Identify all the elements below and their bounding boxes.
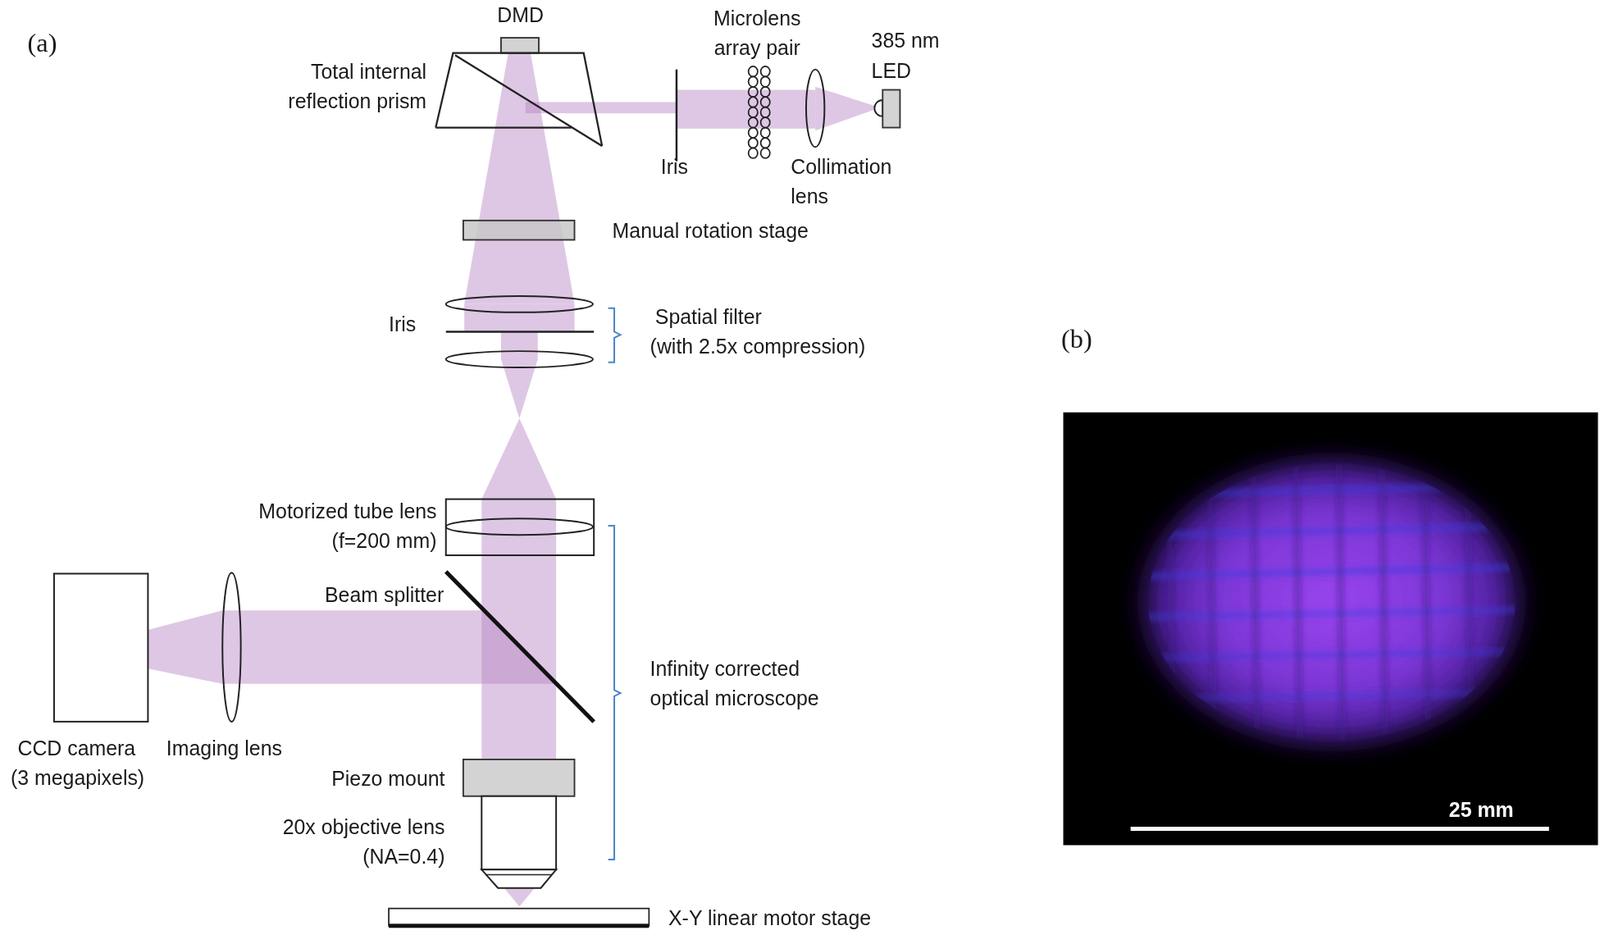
light-beam (464, 304, 575, 333)
light-beam (147, 53, 876, 907)
ccd-camera (54, 573, 148, 721)
part-name: Microlens array pair (700, 4, 815, 64)
collimation-lens (806, 69, 825, 148)
rotation-stage (463, 220, 575, 241)
part-name: Manual rotation stage (612, 216, 858, 247)
part-name: X-Y linear motor stage (668, 902, 935, 933)
grid-line (1168, 449, 1174, 756)
part-spec: (NA=0.4) (301, 842, 445, 872)
led-source (882, 90, 900, 128)
microlens (748, 66, 758, 77)
beam-splitter (446, 571, 594, 722)
objective-tip (485, 874, 552, 876)
photo-background (1063, 412, 1599, 846)
microlens (761, 86, 771, 97)
microlens (761, 66, 771, 77)
microlens (748, 86, 758, 97)
light-beam (501, 331, 538, 360)
iris-symbol (446, 330, 594, 333)
light-beam (464, 53, 575, 305)
illumination-spot (1122, 443, 1541, 761)
microlens (761, 96, 771, 107)
grid-line (1424, 449, 1429, 756)
part-name: 20x objective lens (220, 812, 446, 843)
microlens (748, 76, 758, 87)
grid-line (1122, 525, 1541, 536)
microlens (761, 127, 771, 138)
scale-bar (1130, 826, 1550, 831)
microlens (748, 96, 758, 107)
grid-line (1208, 449, 1214, 756)
part-spec: (3 megapixels) (0, 763, 160, 794)
grid-line (1122, 484, 1541, 495)
light-beam (481, 418, 557, 499)
part-name: Total internal reflection prism (245, 57, 427, 117)
part-name: Iris (388, 309, 451, 340)
filter-lens (446, 350, 593, 368)
part-name: Motorized tube lens (191, 496, 438, 527)
microlens (761, 76, 771, 87)
microlens (748, 127, 758, 138)
objective-tip (481, 869, 557, 888)
panel-label: (b) (1061, 324, 1123, 355)
led-dome (874, 100, 883, 117)
xy-stage (388, 908, 649, 926)
part-name: Iris (643, 151, 706, 182)
part-name: Imaging lens (166, 733, 330, 764)
microlens (761, 117, 771, 128)
illumination-grid (1122, 449, 1541, 756)
part-name: Collimation lens (790, 151, 926, 211)
dmd-chip (501, 37, 539, 54)
microlens (748, 117, 758, 128)
grid-line (1122, 609, 1541, 618)
filter-lens (446, 296, 593, 313)
piezo-mount (463, 759, 575, 797)
tube-lens (446, 518, 593, 535)
microlens (761, 107, 771, 118)
grid-line (1253, 449, 1258, 756)
microlens (748, 107, 758, 118)
tir-prism (455, 54, 602, 146)
scale-label: 25 mm (1449, 794, 1551, 825)
part-name: CCD camera (0, 733, 159, 764)
grid-line (1122, 566, 1541, 577)
part-spec: (with 2.5x compression) (650, 331, 917, 361)
tir-prism (435, 126, 571, 128)
microlens (748, 137, 758, 148)
microlens-array (748, 66, 771, 159)
part-name: Beam splitter (239, 580, 444, 611)
grid-line (1467, 449, 1472, 756)
grid-line (1295, 449, 1300, 756)
bracket (608, 525, 621, 860)
part-name: Piezo mount (241, 764, 446, 794)
light-beam (504, 888, 535, 907)
bracket (608, 308, 621, 363)
part-name: DMD (479, 0, 562, 31)
part-name: 385 nm LED (871, 26, 956, 86)
grid-line (1122, 651, 1541, 659)
light-beam (147, 610, 223, 684)
part-spec: (f=200 mm) (273, 526, 437, 557)
microlens (761, 147, 771, 158)
microlens (761, 137, 771, 148)
grid-line (1381, 449, 1386, 756)
light-beam (222, 610, 557, 684)
group-name: Infinity corrected optical microscope (650, 654, 859, 714)
imaging-lens (222, 572, 241, 722)
objective-body (481, 796, 557, 871)
part-name: Spatial filter (655, 301, 860, 332)
microlens (748, 147, 758, 158)
grid-line (1122, 692, 1541, 700)
grid-line (1338, 449, 1343, 756)
panel-label: (a) (27, 28, 90, 59)
tube-lens-housing (446, 499, 594, 556)
iris-symbol (675, 69, 678, 162)
light-beam (676, 90, 816, 129)
xy-stage (388, 923, 649, 928)
tir-prism (435, 53, 602, 146)
